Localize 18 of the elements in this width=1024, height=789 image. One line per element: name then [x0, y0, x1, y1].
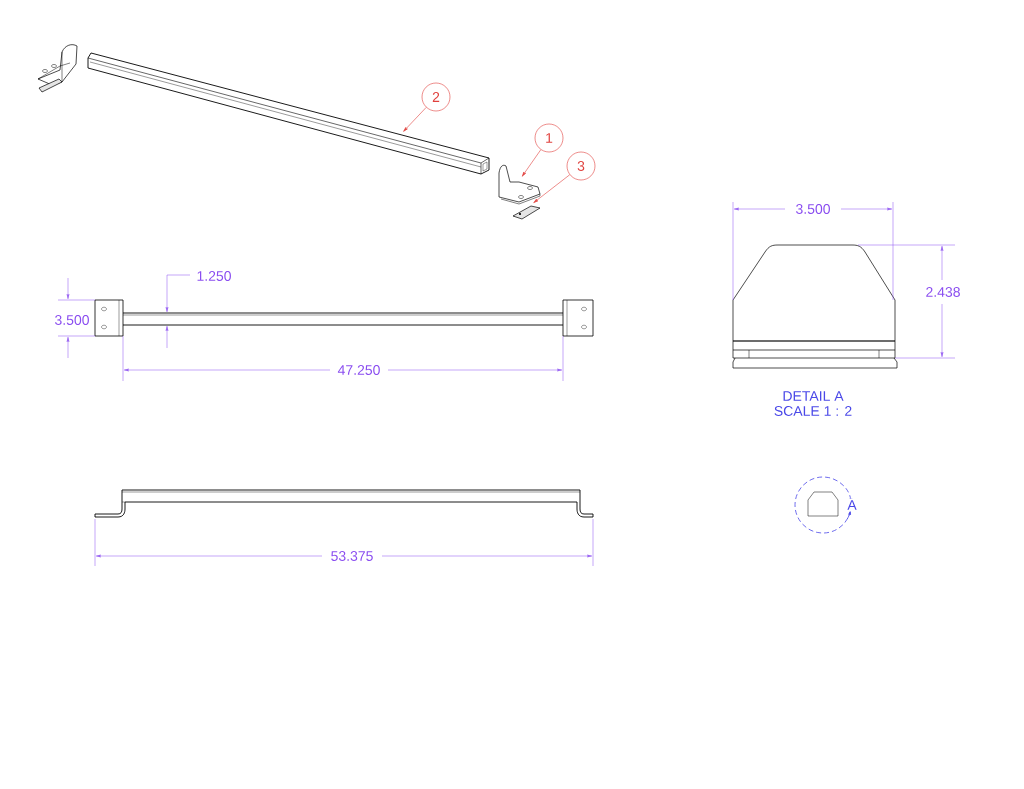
view-label: SCALE 1 : 2	[772, 404, 854, 418]
callout-balloon: 1	[534, 123, 564, 153]
callout-balloon: 2	[421, 82, 451, 112]
dimension-text: 53.375	[329, 549, 375, 563]
plate-drawing	[512, 205, 541, 220]
callout-balloon: 3	[566, 151, 596, 181]
leader-line	[533, 174, 570, 203]
dimension-text: 3.500	[794, 202, 833, 216]
tube-drawing	[87, 52, 490, 175]
view-label: DETAIL A	[780, 389, 846, 403]
leader-line	[521, 149, 542, 177]
bracket-drawing	[498, 164, 541, 205]
leader-line	[403, 107, 427, 132]
view-letter: A	[845, 498, 859, 512]
dimension-text: 1.250	[195, 269, 233, 283]
dimension-text: 3.500	[53, 313, 91, 327]
dimension-text: 47.250	[336, 363, 382, 377]
dimension-text: 2.438	[924, 285, 963, 299]
